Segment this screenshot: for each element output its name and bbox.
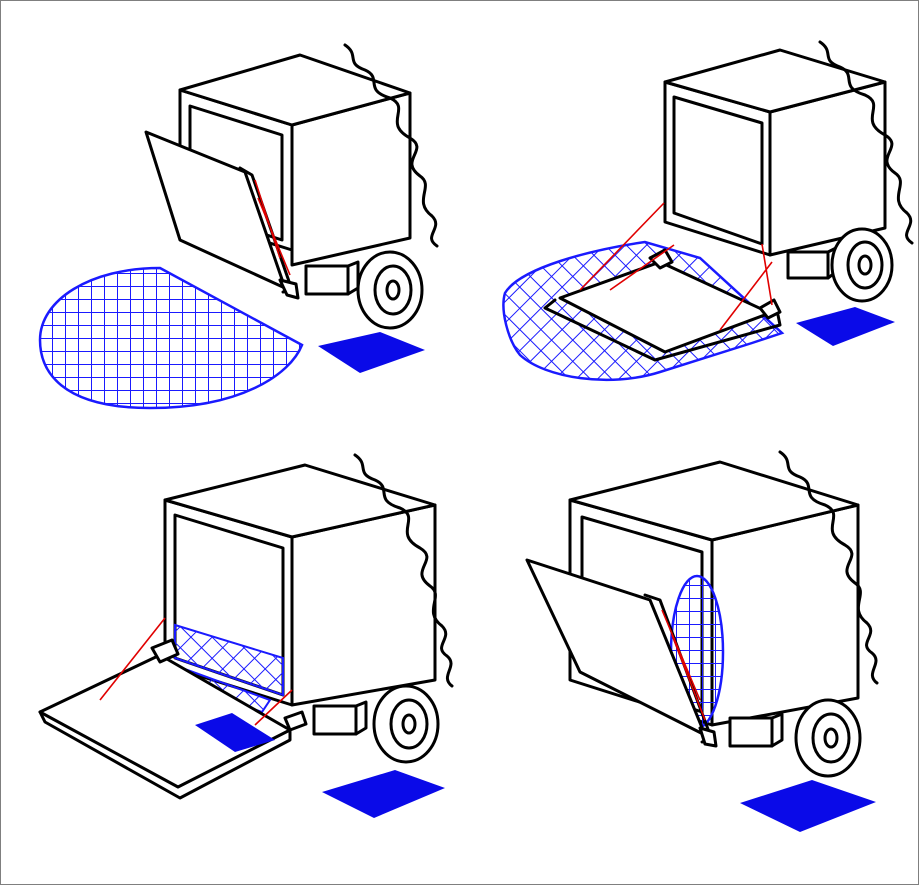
panel-bottom-right <box>527 452 877 832</box>
floor-marker <box>318 332 425 373</box>
hinge <box>280 280 298 298</box>
panel-top-left <box>40 45 437 408</box>
panel-top-right <box>503 42 912 380</box>
rear-bumper <box>730 718 772 746</box>
panel-bottom-left <box>40 455 452 818</box>
floor-marker <box>322 770 445 818</box>
wheel <box>796 700 860 776</box>
hinge <box>285 712 306 730</box>
wheel <box>358 252 422 328</box>
rear-bumper <box>788 252 828 278</box>
rear-bumper <box>314 706 356 734</box>
wheel <box>374 686 438 762</box>
hatched-zone-semiellipse <box>40 268 302 408</box>
floor-marker <box>796 307 895 346</box>
floor-marker <box>740 780 876 832</box>
wheel <box>832 229 892 301</box>
rear-bumper <box>306 266 348 294</box>
